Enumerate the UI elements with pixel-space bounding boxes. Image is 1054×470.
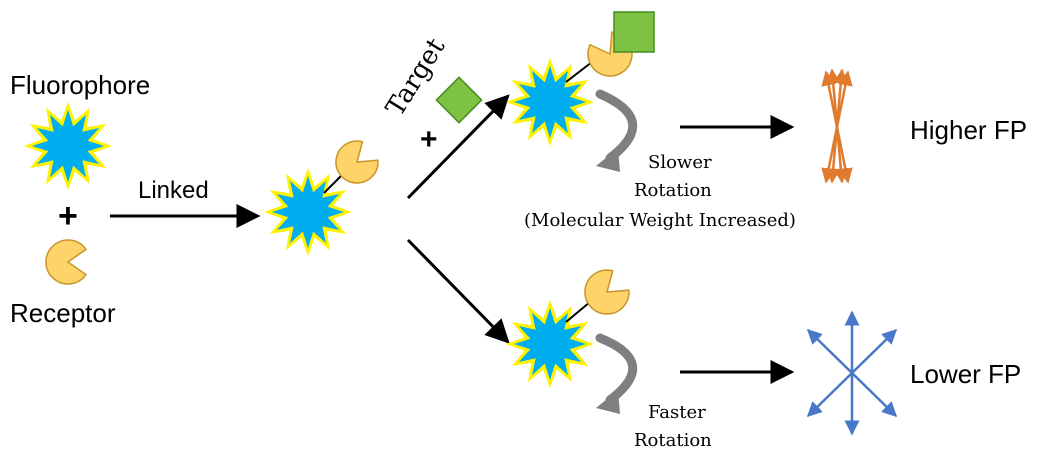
faster-label: Faster [648,402,706,423]
upper-branch-arrow [406,94,510,200]
faster-rotation-label: Rotation [634,430,712,451]
target-icon [435,76,483,124]
free-fluorophore-icon [506,300,594,388]
plus-sign: + [58,197,78,235]
free-receptor-icon [584,269,630,315]
slow-rotation-icon [595,89,638,172]
bound-fluorophore-icon [506,58,594,146]
fast-rotation-icon [595,333,638,414]
molecular-weight-label: (Molecular Weight Increased) [524,210,796,231]
high-polarization-icon [821,68,853,184]
free-linker-line [565,301,591,323]
linked-label: Linked [138,177,209,204]
low-polarization-icon [806,310,898,436]
bound-linker-line [565,61,593,83]
bound-target-icon [613,11,655,53]
higher-fp-label: Higher FP [910,115,1027,145]
target-label: Target [380,33,451,122]
linked-fluorophore-icon [264,168,352,256]
slower-rotation-label: Rotation [634,180,712,201]
fluorophore-label: Fluorophore [10,70,150,100]
receptor-label: Receptor [10,298,116,328]
linked-receptor-icon [335,140,379,184]
slower-label: Slower [648,152,712,173]
lower-branch-arrow [406,238,510,344]
receptor-icon [45,239,88,285]
lower-fp-label: Lower FP [910,359,1021,389]
fluorophore-icon [24,102,112,190]
target-plus-sign: + [420,123,438,156]
